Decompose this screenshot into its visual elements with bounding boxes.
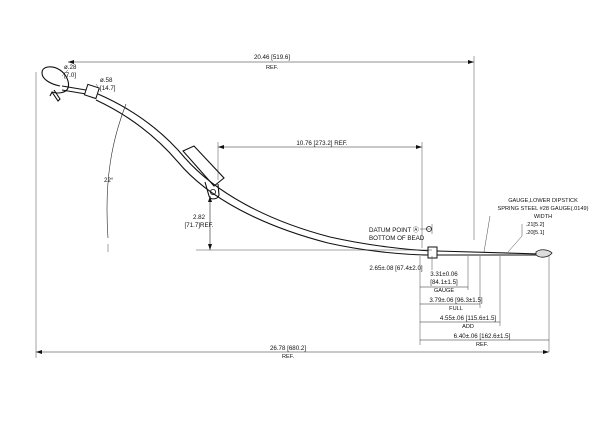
tube-inner — [95, 99, 433, 256]
angle-value: 22° — [104, 177, 114, 184]
add-mark-label: ADD — [462, 324, 474, 330]
handle-shaft — [61, 85, 87, 95]
total-ref-value: 26.78 [680.2] — [270, 345, 306, 352]
gauge-note-line2: SPRING STEEL #28 GAUGE(.0149) — [498, 206, 589, 212]
datum-callout: DATUM POINT Ⓐ BOTTOM OF BEAD — [369, 224, 433, 242]
total-length-dimension: 26.78 [680.2] REF. — [35, 72, 549, 360]
tube-clip — [182, 145, 225, 187]
hook-diameter-callout: ø.28 [7.0] — [61, 64, 77, 79]
hook-dia-mm: [7.0] — [64, 72, 76, 79]
gauge-mark-label: GAUGE — [434, 288, 454, 294]
tube-dia-value: ø.58 — [100, 77, 113, 84]
gauge-note: GAUGE,LOWER DIPSTICK SPRING STEEL #28 GA… — [483, 198, 589, 253]
gauge-blade — [436, 250, 541, 256]
gauge-note-line5: .20[5.1] — [526, 230, 545, 236]
gauge-mark-value: 3.31±0.06 — [430, 271, 458, 278]
datum-line2: BOTTOM OF BEAD — [369, 235, 425, 242]
dipstick-part — [41, 66, 553, 259]
blade-tip — [535, 249, 553, 258]
gauge-note-line4: .21[5.2] — [526, 222, 545, 228]
blade-ref-label: REF. — [476, 342, 489, 348]
bend-height-value: 2.82 — [193, 214, 206, 221]
full-mark-label: FULL — [449, 306, 463, 312]
gauge-mark-mm: [84.1±1.5] — [430, 279, 458, 286]
overall-ref-value: 20.46 [519.6] — [254, 54, 290, 61]
bend-height-mm: [71.7]REF. — [185, 222, 214, 229]
datum-line1: DATUM POINT Ⓐ — [369, 226, 419, 234]
datum-symbol — [426, 226, 432, 232]
bend-length-value: 10.76 [273.2] REF. — [296, 140, 348, 147]
bead-offset-dimension: 2.65±.08 [67.4±2.0] — [369, 256, 433, 272]
tube-dia-mm: [14.7] — [100, 85, 116, 92]
tube-bead — [427, 246, 438, 259]
tube-diameter-callout: ø.58 [14.7] — [95, 77, 116, 92]
bend-height-dimension: 2.82 [71.7]REF. — [185, 196, 432, 251]
ferrule — [83, 83, 100, 100]
hook-dia-value: ø.28 — [64, 64, 77, 71]
full-mark-value: 3.79±.06 [96.3±1.5] — [429, 297, 483, 304]
gauge-note-line1: GAUGE,LOWER DIPSTICK — [508, 198, 578, 204]
overall-ref-note: REF. — [266, 65, 279, 71]
blade-ref-value: 6.40±.06 [162.6±1.5] — [454, 333, 511, 340]
bead-offset-value: 2.65±.08 [67.4±2.0] — [369, 265, 423, 272]
gauge-note-line3: WIDTH — [534, 214, 552, 220]
bend-length-dimension: 10.76 [273.2] REF. — [217, 140, 423, 248]
angle-dimension: 22° — [104, 103, 127, 252]
blade-marks: 3.31±0.06 [84.1±1.5] GAUGE 3.79±.06 [96.… — [419, 256, 550, 352]
tube-outer — [97, 93, 433, 252]
overall-ref-dimension: 20.46 [519.6] REF. — [68, 54, 475, 240]
handle-loop — [41, 66, 70, 97]
total-ref-label: REF. — [282, 354, 295, 360]
add-mark-value: 4.55±.06 [115.6±1.5] — [440, 315, 496, 322]
